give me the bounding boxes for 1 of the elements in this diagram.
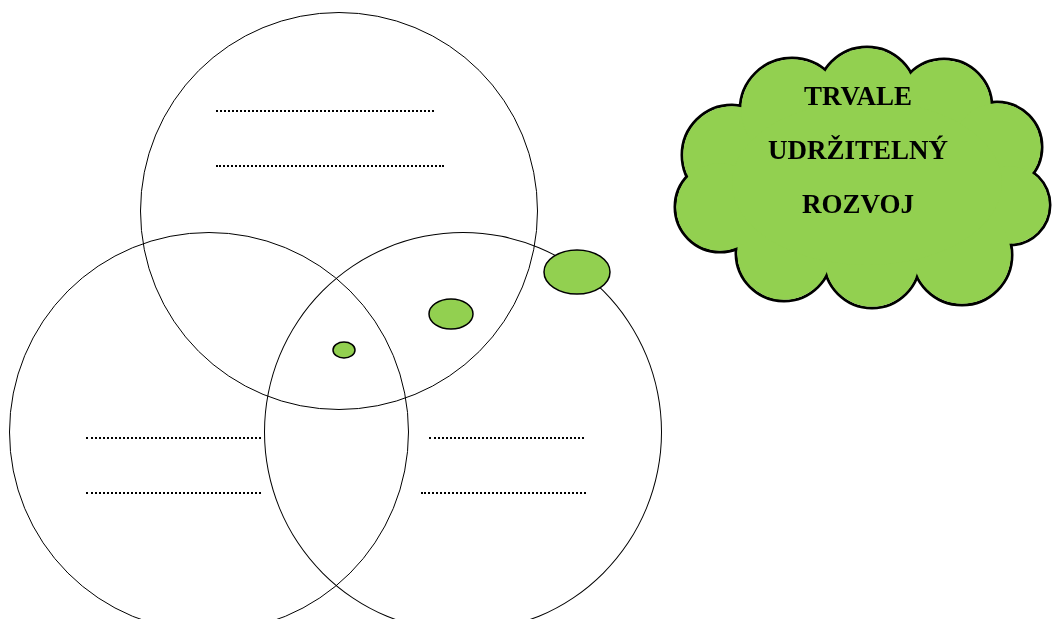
cloud-label: TRVALE UDRŽITELNÝ ROZVOJ	[766, 80, 949, 221]
